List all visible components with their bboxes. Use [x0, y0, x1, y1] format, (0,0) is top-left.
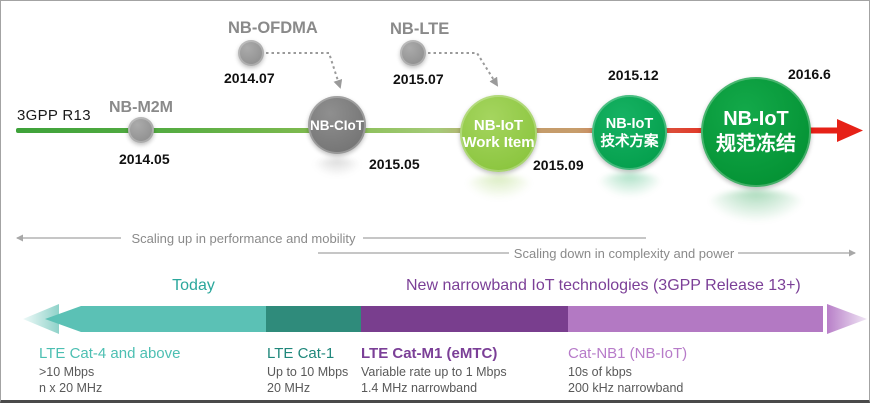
milestone-nb-ciot-circle: NB-CIoT — [308, 96, 366, 154]
tech-line2: 技术方案 — [600, 133, 659, 150]
milestone-nb-m2m-circle — [128, 117, 154, 143]
timeline-release-label: 3GPP R13 — [17, 107, 91, 124]
catnb1-title: Cat-NB1 (NB-IoT) — [568, 345, 688, 362]
category-bar — [45, 306, 823, 332]
arrow-ofdma-to-ciot — [266, 52, 343, 89]
catm1-spec-2: 1.4 MHz narrowband — [361, 381, 478, 395]
milestone-nb-lte-circle — [400, 40, 426, 66]
today-label: Today — [172, 277, 215, 294]
cat1-spec-1: Up to 10 Mbps — [267, 365, 349, 379]
workitem-line2: Work Item — [462, 133, 535, 151]
cat4-spec-2: n x 20 MHz — [39, 381, 103, 395]
category-col-lte-cat4: LTE Cat-4 and above >10 Mbps n x 20 MHz — [39, 345, 180, 395]
workitem-reflection — [464, 175, 534, 199]
catm1-spec-1: Variable rate up to 1 Mbps — [361, 365, 507, 379]
milestone-workitem-date: 2015.09 — [533, 157, 584, 173]
scaling-down-label: Scaling down in complexity and power — [513, 246, 735, 261]
catnb1-spec-1: 10s of kbps — [568, 365, 632, 379]
milestone-nb-ofdma-circle — [238, 40, 264, 66]
catnb1-spec-2: 200 kHz narrowband — [568, 381, 684, 395]
milestone-nb-ofdma-label: NB-OFDMA — [228, 19, 318, 37]
scaling-up-label: Scaling up in performance and mobility — [131, 231, 356, 246]
timeline-axis — [16, 128, 841, 133]
milestone-tech-circle: NB-IoT 技术方案 — [592, 95, 667, 170]
milestone-nb-m2m-label: NB-M2M — [109, 99, 173, 116]
milestone-nb-ciot-text: NB-CIoT — [310, 117, 364, 133]
nb-ciot-reflection — [312, 158, 362, 176]
milestone-nb-ciot-date: 2015.05 — [369, 156, 420, 172]
milestone-nb-m2m-date: 2014.05 — [119, 151, 170, 167]
cat4-title: LTE Cat-4 and above — [39, 345, 181, 362]
milestone-freeze-circle: NB-IoT 规范冻结 — [701, 77, 811, 187]
freeze-line1: NB-IoT — [723, 108, 789, 130]
new-tech-label: New narrowband IoT technologies (3GPP Re… — [406, 277, 801, 294]
tech-reflection — [596, 173, 664, 197]
category-col-cat-nb1: Cat-NB1 (NB-IoT) 10s of kbps 200 kHz nar… — [568, 345, 687, 395]
cat1-title: LTE Cat-1 — [267, 345, 335, 362]
freeze-line2: 规范冻结 — [716, 133, 796, 155]
category-col-lte-cat1: LTE Cat-1 Up to 10 Mbps 20 MHz — [267, 345, 348, 395]
category-col-lte-catm1: LTE Cat-M1 (eMTC) Variable rate up to 1 … — [361, 345, 507, 395]
workitem-line1: NB-IoT — [473, 116, 524, 134]
milestone-tech-date: 2015.12 — [608, 67, 659, 83]
milestone-nb-ofdma-date: 2014.07 — [224, 70, 275, 86]
milestone-workitem-circle: NB-IoT Work Item — [460, 95, 537, 172]
milestone-nb-lte-date: 2015.07 — [393, 71, 444, 87]
milestone-freeze-date: 2016.6 — [788, 66, 831, 82]
milestone-nb-lte-label: NB-LTE — [390, 20, 450, 38]
tech-line1: NB-IoT — [605, 115, 654, 132]
freeze-reflection — [705, 190, 807, 222]
catm1-title: LTE Cat-M1 (eMTC) — [361, 345, 498, 362]
cat4-spec-1: >10 Mbps — [39, 365, 95, 379]
bar-right-arrow-icon — [827, 304, 867, 334]
cat1-spec-2: 20 MHz — [267, 381, 311, 395]
